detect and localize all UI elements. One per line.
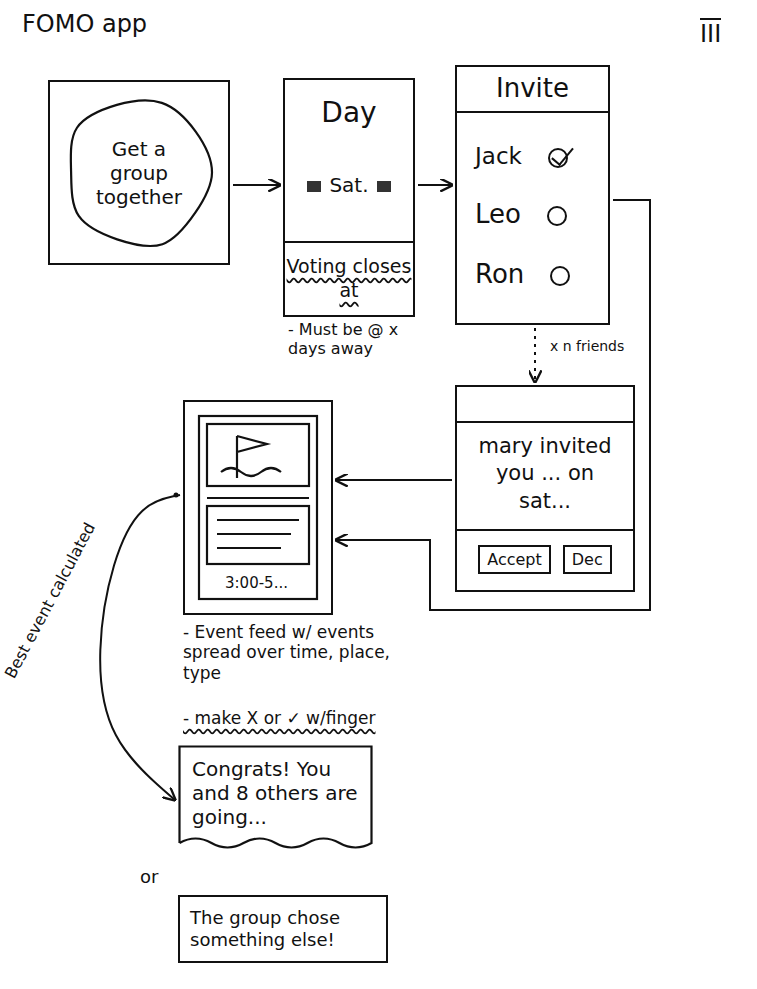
note: - Must be @ x days away [288,320,410,358]
event-lines [217,520,299,548]
node-text: Jack [475,143,568,169]
result-box: Congrats! You and 8 others are going... [178,745,373,859]
start-dot [174,493,179,498]
node-text: Invite [457,73,608,113]
sketch-strokes [199,416,317,599]
node-text: Day [321,96,376,129]
node-text: mary invited you ... on sat... [457,421,633,531]
decline-button: Dec [563,545,612,574]
screen-invite: InviteJackLeoRon [455,65,610,325]
node-text: Dec [572,550,603,569]
flow-arrow [418,184,452,186]
screen-day: DaySat. Voting closes at [283,78,415,317]
connector-word: or [140,866,158,888]
node-text: Voting closes at [285,241,413,303]
sketch-strokes [180,747,372,848]
diagram-title: FOMO app [22,10,147,38]
divider [207,497,309,499]
node-text: Ron [475,259,570,289]
result-box: The group chose something else! [178,895,388,963]
edge-label: x n friends [548,338,626,354]
node-text: The group chose something else! [190,907,376,950]
wavy-box-outline [180,747,372,848]
accept-button: Accept [478,545,551,574]
node-text: Accept [487,550,542,569]
screen-invitation: mary invited you ... on sat... Accept Dec [455,385,635,592]
sketch-strokes [71,100,212,246]
event-card [207,424,309,486]
node-text: Leo [475,199,567,229]
event-card [207,506,309,564]
page-number: III [700,18,721,49]
node-text: Sat. [299,173,398,197]
phone-screen [199,416,317,599]
blob-outline [71,100,212,246]
node-text: Get a group together [90,137,188,209]
screen-blob: Get a group together [48,80,230,265]
edge-label: Best event calculated [0,517,100,683]
note: - Event feed w/ events spread over time,… [183,622,418,683]
note: - make X or ✓ w/finger [183,708,433,728]
child-row: Accept Dec [457,545,633,574]
flow-arrow [100,495,180,800]
flow-arrow [233,184,280,186]
flow-arrow [336,479,452,481]
event-picture [221,436,281,478]
node-text: Congrats! You and 8 others are going... [192,757,359,829]
node-text: 3:00-5... [225,574,288,592]
screen-feed: 3:00-5... [183,400,333,615]
flow-arrow [534,328,536,382]
